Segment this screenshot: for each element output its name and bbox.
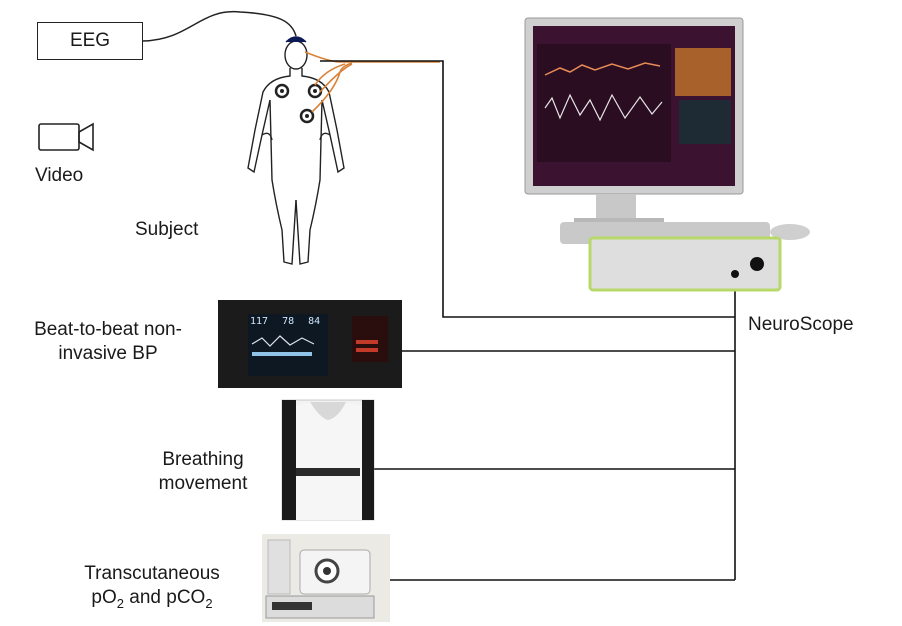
pco2-subscript: 2 [205,595,213,611]
eeg-box: EEG [37,22,143,60]
breathing-label-line1: Breathing [162,449,244,470]
transcutaneous-label: Transcutaneous pO2 and pCO2 [52,562,252,610]
bp-label-line1: Beat-to-beat non- [34,319,182,340]
subject-label: Subject [135,219,199,240]
neuroscope-label: NeuroScope [748,314,854,335]
chest-electrodes [274,83,323,124]
neuroscope-amplifier [588,236,782,292]
bp-label-line2: invasive BP [58,343,158,364]
bp-value-2: 78 [282,316,295,327]
bp-label: Beat-to-beat non- invasive BP [8,318,208,366]
electrode-wires [304,51,440,113]
po2-text: pO [91,587,117,608]
po2-subscript: 2 [116,595,125,611]
breathing-photo [281,399,375,521]
transcutaneous-photo [262,534,390,622]
eeg-label: EEG [69,30,111,51]
subject-figure [247,36,345,265]
pco2-text: and pCO [124,587,206,608]
connection-lines [320,60,736,581]
eeg-cable [142,11,297,42]
bp-value-3: 84 [308,316,321,327]
video-label: Video [35,165,84,186]
breathing-label-line2: movement [158,473,248,494]
bp-monitor-photo [218,300,402,388]
computer-monitor [524,17,810,244]
transcutaneous-label-line1: Transcutaneous [84,563,220,584]
breathing-label: Breathing movement [138,448,268,496]
bp-value-1: 117 [250,316,269,327]
transcutaneous-label-line2: pO2 and pCO2 [52,586,252,610]
video-camera-icon [38,122,94,152]
bp-monitor-readout: 117 78 84 [250,316,350,327]
